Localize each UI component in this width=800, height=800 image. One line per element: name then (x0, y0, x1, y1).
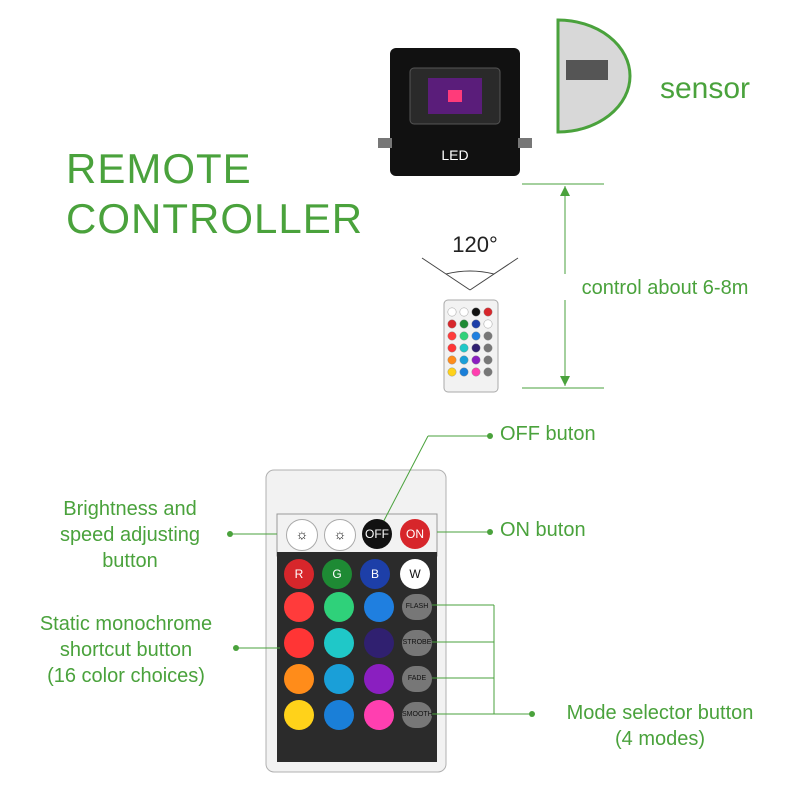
distance-arrow-top (560, 186, 570, 196)
angle-indicator: 120° (421, 232, 519, 291)
flood-light-label: LED (441, 147, 468, 163)
distance-arrow-bottom (560, 376, 570, 386)
static-callout-line-1: Static monochrome (39, 613, 213, 635)
small-remote-button (447, 331, 457, 341)
small-remote-button (447, 319, 457, 329)
distance-label: control about 6-8m (582, 277, 749, 299)
brightness-callout-dot (227, 531, 233, 537)
brightness-callout-line-3: button (102, 550, 158, 572)
sensor-module (566, 60, 608, 80)
off-callout-label: OFF buton (500, 423, 596, 445)
color-button[interactable] (364, 700, 394, 730)
mode-callout-line-1: Mode selector button (566, 702, 754, 724)
distance-indicator: control about 6-8m (522, 183, 776, 389)
off-callout-dot (487, 433, 493, 439)
small-remote-button (471, 307, 481, 317)
small-remote-button (447, 307, 457, 317)
flood-light-led (448, 90, 462, 102)
color-button[interactable] (364, 592, 394, 622)
static-callout-dot (233, 645, 239, 651)
small-remote-button (483, 307, 493, 317)
small-remote-button (471, 343, 481, 353)
sensor-inset (556, 18, 632, 134)
color-button[interactable] (284, 592, 314, 622)
heading-line-2: CONTROLLER (66, 195, 364, 242)
on-callout-dot (487, 529, 493, 535)
small-remote-button (471, 355, 481, 365)
flood-light-right-bracket (518, 138, 532, 148)
mode-callout-dot (529, 711, 535, 717)
color-button[interactable] (284, 628, 314, 658)
blue-button[interactable]: B (360, 559, 390, 589)
color-button[interactable] (284, 700, 314, 730)
color-button-grid (282, 592, 402, 736)
small-remote-button (483, 319, 493, 329)
color-button[interactable] (324, 700, 354, 730)
color-button[interactable] (324, 592, 354, 622)
small-remote-button (483, 367, 493, 377)
static-callout: Static monochrome shortcut button (16 co… (18, 611, 234, 689)
heading-line-1: REMOTE (66, 145, 252, 192)
small-remote-button (471, 331, 481, 341)
small-remote-button (483, 331, 493, 341)
small-remote-button (459, 319, 469, 329)
color-button[interactable] (324, 628, 354, 658)
on-callout-label: ON buton (500, 519, 586, 541)
color-button[interactable] (284, 664, 314, 694)
small-remote-button (459, 367, 469, 377)
color-button[interactable] (364, 628, 394, 658)
small-remote-button (459, 307, 469, 317)
off-callout-line-a (377, 435, 429, 533)
small-remote-button (459, 331, 469, 341)
sensor-label: sensor (660, 72, 750, 105)
small-remote-button (447, 355, 457, 365)
static-callout-line-3: (16 color choices) (47, 665, 205, 687)
brightness-callout-line-1: Brightness and (63, 498, 197, 520)
small-remote-button (459, 355, 469, 365)
small-remote-button (471, 367, 481, 377)
fade-button[interactable]: FADE (402, 666, 432, 692)
mode-callout-line-2: (4 modes) (614, 728, 706, 750)
flood-light-left-bracket (378, 138, 392, 148)
smooth-button[interactable]: SMOOTH (402, 702, 433, 728)
green-button[interactable]: G (322, 559, 352, 589)
color-button[interactable] (364, 664, 394, 694)
distance-label-bg (554, 274, 776, 300)
small-remote-button (447, 367, 457, 377)
small-remote-button (483, 343, 493, 353)
brightness-callout: Brightness and speed adjusting button (36, 496, 224, 574)
color-button[interactable] (324, 664, 354, 694)
angle-arc (445, 270, 495, 275)
strobe-button[interactable]: STROBE (402, 630, 432, 656)
angle-label: 120° (452, 232, 498, 257)
on-button[interactable]: ON (400, 519, 430, 549)
brightness-down-button[interactable]: ☼ (324, 519, 356, 551)
static-callout-line-2: shortcut button (59, 639, 193, 661)
flood-light: LED (378, 48, 532, 176)
small-remote-button (447, 343, 457, 353)
off-button[interactable]: OFF (362, 519, 392, 549)
small-remote-button (483, 355, 493, 365)
mode-callout: Mode selector button (4 modes) (538, 700, 782, 752)
red-button[interactable]: R (284, 559, 314, 589)
brightness-callout-line-2: speed adjusting (59, 524, 201, 546)
white-button[interactable]: W (400, 559, 430, 589)
flash-button[interactable]: FLASH (402, 594, 432, 620)
small-remote-button (459, 343, 469, 353)
brightness-up-button[interactable]: ☼ (286, 519, 318, 551)
small-remote-button (471, 319, 481, 329)
callout-lines (227, 433, 535, 717)
